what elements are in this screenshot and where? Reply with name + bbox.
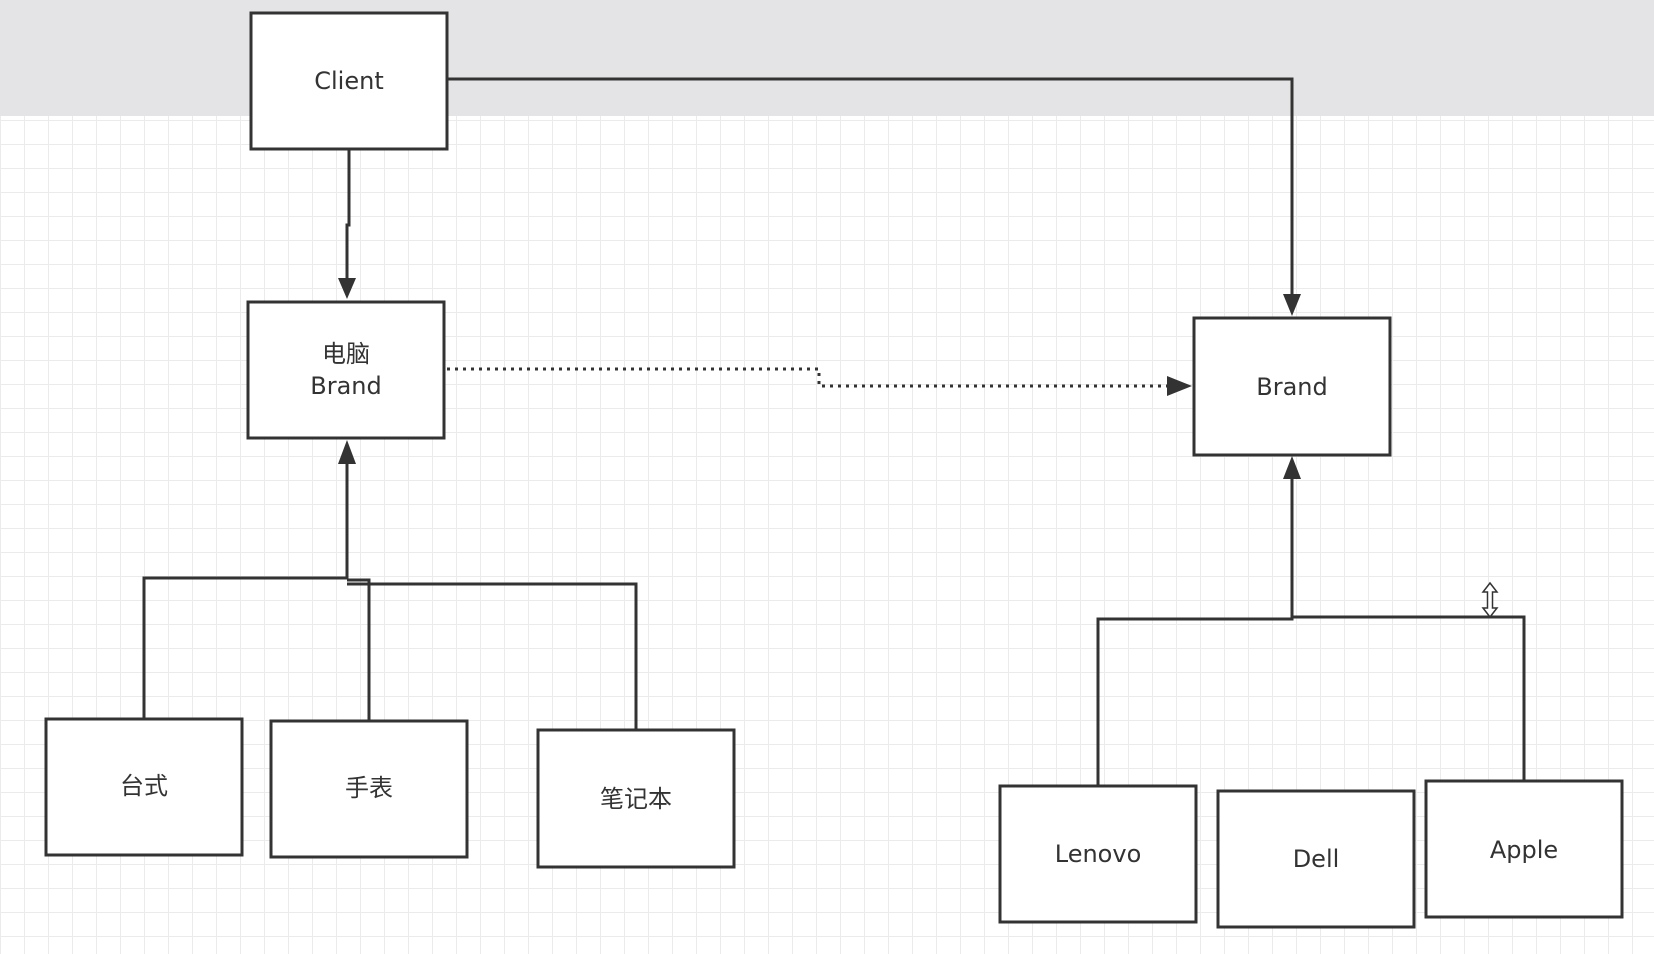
node-apple-label: Apple [1490,836,1558,864]
resize-vertical-cursor-icon [1481,581,1499,619]
edge-lenovo-to-brand[interactable] [1096,476,1294,785]
arrowhead-computer-brand-bottom [338,440,356,464]
node-desktop[interactable]: 台式 [44,717,244,857]
arrowhead-computer-brand-top [338,278,356,299]
edges [142,77,1526,785]
node-lenovo-label: Lenovo [1055,840,1142,868]
node-dell-label: Dell [1293,845,1340,873]
node-dell[interactable]: Dell [1216,789,1416,929]
node-computer-brand[interactable]: 电脑 Brand [246,300,446,440]
edge-dell-to-brand[interactable] [1292,615,1526,780]
node-apple[interactable]: Apple [1424,779,1624,919]
arrowhead-brand-left [1167,376,1192,396]
node-laptop[interactable]: 笔记本 [536,728,736,869]
edge-desktop-to-computer-brand[interactable] [142,462,349,718]
node-computer-brand-label-en: Brand [310,372,381,400]
node-brand-label: Brand [1256,373,1327,401]
node-brand[interactable]: Brand [1192,316,1392,457]
edge-watch-to-computer-brand[interactable] [347,578,371,720]
node-computer-brand-label-cn: 电脑 [322,340,370,368]
node-laptop-label: 笔记本 [600,785,672,813]
node-client[interactable]: Client [249,11,449,151]
node-client-label: Client [314,67,383,95]
node-desktop-label: 台式 [120,772,168,800]
node-lenovo[interactable]: Lenovo [998,784,1198,924]
node-watch-label: 手表 [345,774,393,802]
node-watch[interactable]: 手表 [269,719,469,859]
edge-computer-brand-to-brand-dotted[interactable] [447,367,1168,388]
edge-client-to-computer-brand[interactable] [345,150,351,280]
edge-client-to-brand[interactable] [447,77,1294,296]
arrowhead-brand-bottom [1283,456,1301,479]
edge-laptop-to-computer-brand[interactable] [347,582,638,729]
arrowhead-brand-top [1283,294,1301,316]
